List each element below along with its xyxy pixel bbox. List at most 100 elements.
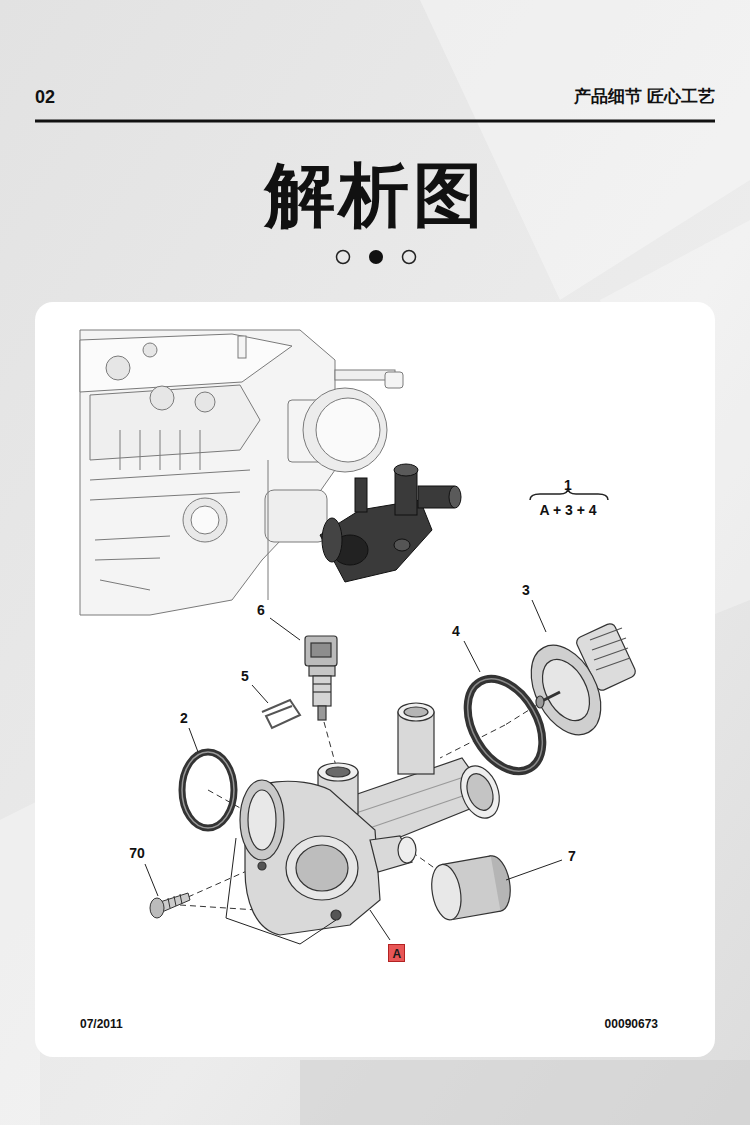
leader-lines-part <box>189 728 198 752</box>
callout-number: 70 <box>129 846 145 860</box>
cap-7 <box>428 853 515 922</box>
page-dots-part <box>337 251 350 264</box>
engine-block-part <box>90 385 260 460</box>
callout-number: 6 <box>257 603 265 617</box>
assembled-housing-part <box>394 464 418 476</box>
cap-7-part <box>442 856 491 865</box>
bolt-70-part <box>168 898 170 908</box>
leader-lines-part <box>226 918 336 944</box>
leader-lines-part <box>506 860 562 880</box>
assembled-housing-part <box>449 486 461 508</box>
temperature-sensor-part <box>313 683 331 684</box>
leader-lines <box>145 600 562 944</box>
thermostat-housing-part <box>318 763 358 781</box>
thermostat-housing-part <box>350 775 470 815</box>
page-title: 解析图 <box>265 160 487 230</box>
engine-block-part <box>80 334 292 392</box>
thermostat-housing-part <box>286 836 358 900</box>
engine-block-part <box>120 430 121 470</box>
leader-lines-part <box>145 864 158 896</box>
engine-block-part <box>200 430 201 470</box>
engine-block-part <box>143 343 157 357</box>
leader-lines-part <box>370 910 390 940</box>
engine-block-part <box>195 392 215 412</box>
thermostat-housing-part <box>331 910 341 920</box>
engine-block-part <box>150 386 174 410</box>
section-heading: 产品细节 匠心工艺 <box>574 88 715 105</box>
callout-number: 1 <box>564 478 572 492</box>
engine-block-part <box>80 330 335 615</box>
assembled-housing-part <box>394 539 410 551</box>
engine-block-part <box>238 336 246 358</box>
dashed-guide-lines-part <box>324 722 336 766</box>
page-number: 02 <box>35 88 55 106</box>
thermostat <box>517 622 637 747</box>
temperature-sensor-part <box>313 676 331 706</box>
thermostat-housing-part <box>248 790 276 850</box>
thermostat-part <box>517 634 615 747</box>
thermostat-housing-part <box>296 845 348 891</box>
white-card <box>35 302 715 1057</box>
thermostat-part <box>590 628 630 670</box>
engine-block-part <box>90 492 240 500</box>
engine-block-part <box>183 498 227 542</box>
thermostat-housing-part <box>404 707 428 717</box>
engine-block-part <box>95 536 170 540</box>
page-dots-part <box>369 250 383 264</box>
o-ring-2-part <box>182 752 234 828</box>
engine-block-part <box>265 490 327 542</box>
engine-block-part <box>316 398 380 462</box>
part-letter-tag: A <box>388 944 405 962</box>
header-rule <box>35 121 715 122</box>
thermostat-part <box>533 651 599 728</box>
engine-block-part <box>100 580 150 590</box>
temperature-sensor-part <box>313 691 331 692</box>
header-rule-part <box>35 120 715 123</box>
assembled-housing-part <box>322 518 342 562</box>
clip-5-part <box>262 700 300 728</box>
page-background-part <box>300 1060 750 1125</box>
callout-number: 3 <box>522 583 530 597</box>
white-card-part <box>35 302 715 1057</box>
temperature-sensor-part <box>305 636 337 666</box>
assembled-housing-part <box>355 478 367 512</box>
leader-lines-part <box>252 685 268 703</box>
part-letter: A <box>393 948 400 960</box>
temperature-sensor-part <box>309 666 335 676</box>
page-dots <box>337 250 416 264</box>
thermostat-part <box>536 696 544 708</box>
cap-7-part <box>428 862 465 922</box>
callout-number: 2 <box>180 711 188 725</box>
thermostat-housing-part <box>398 703 434 721</box>
engine-block-part <box>303 388 387 472</box>
thermostat-housing-part <box>462 770 498 814</box>
date-stamp: 07/2011 <box>80 1018 123 1030</box>
assembled-housing <box>320 464 461 582</box>
bolt-70-part <box>180 894 182 904</box>
page-background-part <box>0 800 40 1125</box>
o-ring-2 <box>182 752 234 828</box>
bolt-70-part <box>160 893 190 912</box>
leader-lines-part <box>464 641 480 672</box>
engine-block-part <box>268 460 269 600</box>
engine-block-part <box>160 430 161 470</box>
thermostat-housing-part <box>454 760 506 823</box>
assembled-housing-part <box>395 470 417 515</box>
o-ring-2-part <box>182 752 234 828</box>
engine-block-part <box>140 430 141 470</box>
engine-block-part <box>385 372 403 388</box>
engine-block-part <box>191 506 219 534</box>
bolt-70 <box>150 893 190 918</box>
leader-lines-part <box>532 600 546 632</box>
engine-block-part <box>90 470 250 480</box>
temperature-sensor-part <box>318 706 326 720</box>
engine-block-part <box>95 558 160 560</box>
thermostat-housing-part <box>326 767 350 777</box>
thermostat-housing-part <box>240 780 284 860</box>
temperature-sensor-part <box>311 643 331 657</box>
drawing-number: 00090673 <box>605 1018 658 1030</box>
thermostat-housing <box>240 703 506 935</box>
temperature-sensor <box>305 636 337 720</box>
